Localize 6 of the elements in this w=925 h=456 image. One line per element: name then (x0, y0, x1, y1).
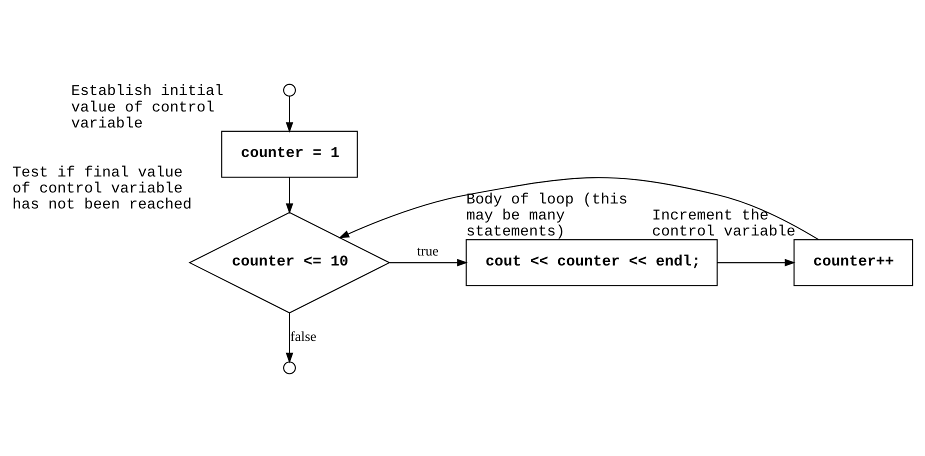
node-label: Establish initial value of control variable (71, 84, 224, 132)
edge-label: true (417, 244, 439, 260)
node-label: Increment the control variable (652, 208, 796, 240)
node-label: Body of loop (this may be many statements) (466, 192, 628, 240)
edge-label: false (290, 330, 316, 345)
node-label: Test if final value of control variable has not been reached (12, 164, 192, 213)
